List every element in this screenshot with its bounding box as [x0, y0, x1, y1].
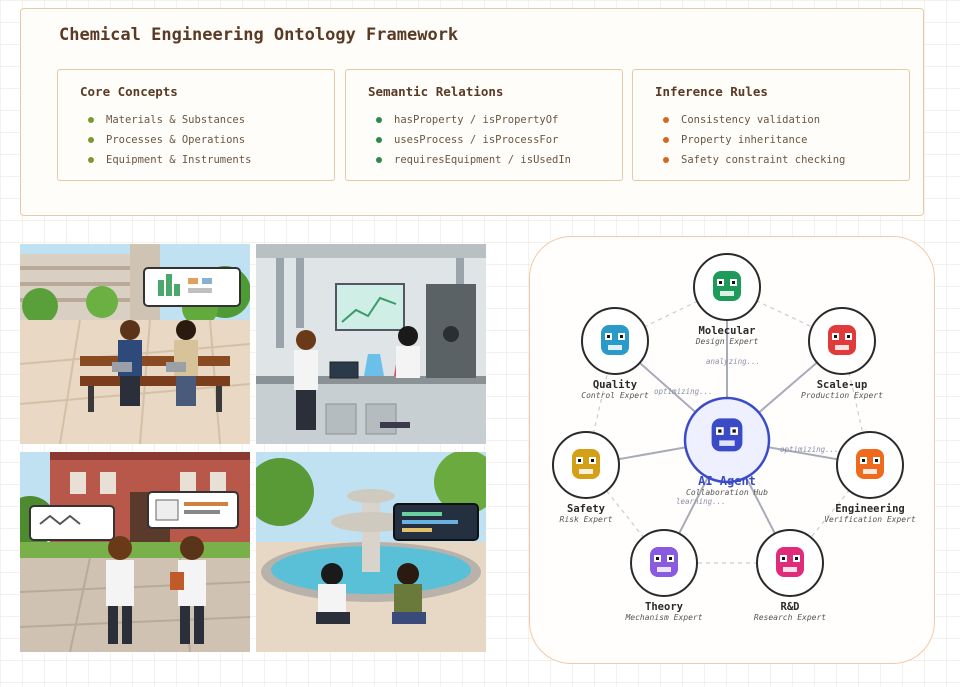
campus-bench-discussion-scene — [20, 244, 250, 444]
expert-title: Engineering — [835, 503, 905, 515]
semantic-relations-box: Semantic Relations hasProperty / isPrope… — [345, 69, 623, 181]
expert-subtitle: Risk Expert — [559, 515, 613, 524]
list-item: Materials & Substances — [88, 110, 251, 130]
edge-label: optimizing... — [654, 387, 713, 396]
expert-subtitle: Production Expert — [801, 391, 883, 400]
framework-title: Chemical Engineering Ontology Framework — [59, 25, 459, 45]
campus-walk-conversation-scene — [20, 452, 250, 652]
semantic-relations-heading: Semantic Relations — [368, 84, 504, 99]
bullet-icon — [663, 157, 669, 163]
robot-icon — [572, 449, 600, 479]
bullet-icon — [376, 137, 382, 143]
expert-title: Theory — [645, 601, 683, 613]
bullet-icon — [376, 117, 382, 123]
expert-title: Safety — [567, 503, 605, 515]
expert-title: Quality — [592, 379, 638, 391]
inference-rules-heading: Inference Rules — [655, 84, 768, 99]
laboratory-experiment-scene — [256, 244, 486, 444]
expert-title: Scale-up — [816, 379, 868, 391]
core-concepts-heading: Core Concepts — [80, 84, 178, 99]
robot-icon — [856, 449, 884, 479]
expert-title: R&D — [780, 601, 800, 613]
ontology-framework-card: Chemical Engineering Ontology Framework … — [20, 8, 924, 216]
inference-rules-box: Inference Rules Consistency validation P… — [632, 69, 910, 181]
robot-icon — [713, 271, 741, 301]
bullet-icon — [663, 137, 669, 143]
bullet-icon — [88, 117, 94, 123]
list-item: Processes & Operations — [88, 130, 251, 150]
edge-label: learning... — [676, 497, 726, 506]
bullet-icon — [376, 157, 382, 163]
list-item: usesProcess / isProcessFor — [376, 130, 571, 150]
robot-icon — [828, 325, 856, 355]
fountain-coding-discussion-scene — [256, 452, 486, 652]
edge-label: analyzing... — [706, 357, 761, 366]
list-item: requiresEquipment / isUsedIn — [376, 150, 571, 170]
edge-label: optimizing... — [780, 445, 839, 454]
list-item: Safety constraint checking — [663, 150, 845, 170]
robot-icon — [601, 325, 629, 355]
robot-icon — [711, 418, 743, 452]
expert-title: Molecular — [698, 325, 756, 337]
list-item: Consistency validation — [663, 110, 845, 130]
expert-subtitle: Research Expert — [753, 613, 827, 622]
core-concepts-box: Core Concepts Materials & Substances Pro… — [57, 69, 335, 181]
ai-agent-subtitle: Collaboration Hub — [686, 488, 768, 497]
robot-icon — [650, 547, 678, 577]
list-item: Property inheritance — [663, 130, 845, 150]
bullet-icon — [663, 117, 669, 123]
list-item: hasProperty / isPropertyOf — [376, 110, 571, 130]
expert-subtitle: Control Expert — [581, 391, 649, 400]
bullet-icon — [88, 137, 94, 143]
ai-agent-title: AI Agent — [698, 474, 756, 488]
robot-icon — [776, 547, 804, 577]
expert-subtitle: Design Expert — [695, 337, 759, 346]
list-item: Equipment & Instruments — [88, 150, 251, 170]
bullet-icon — [88, 157, 94, 163]
expert-subtitle: Verification Expert — [824, 515, 916, 524]
expert-subtitle: Mechanism Expert — [625, 613, 703, 622]
